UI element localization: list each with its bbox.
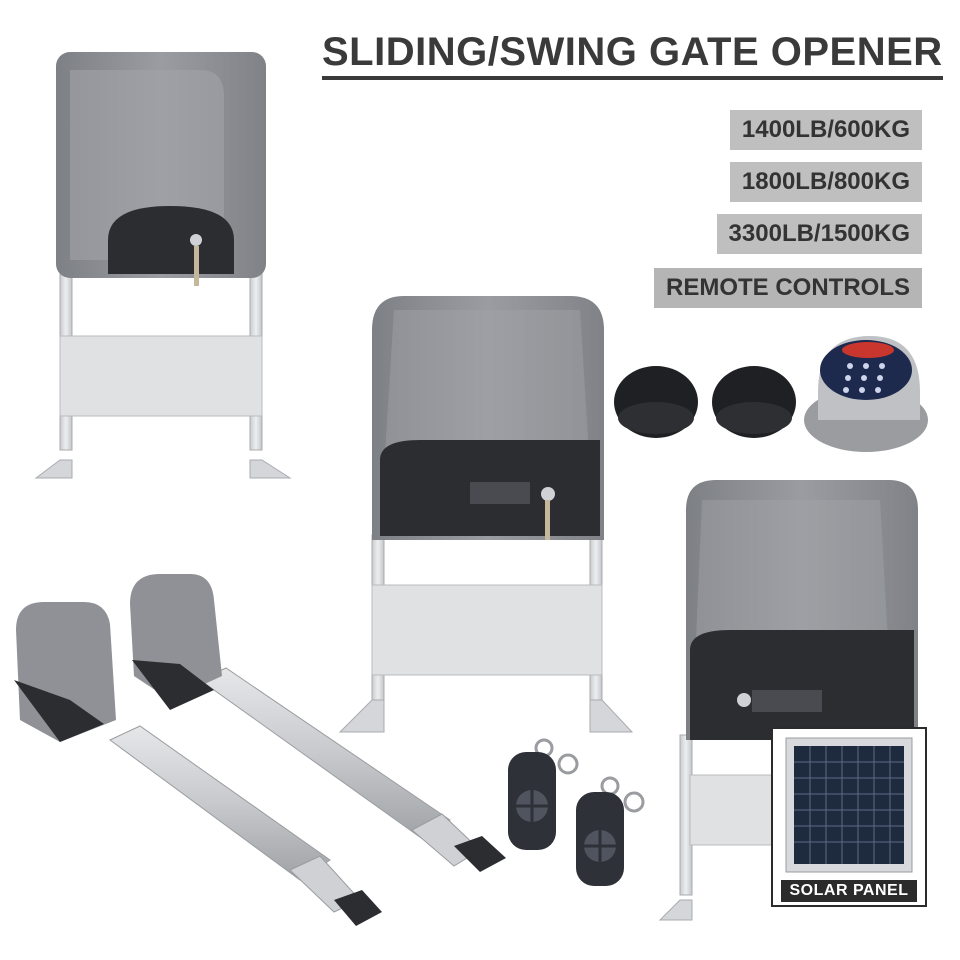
spec-badge-remote-controls: REMOTE CONTROLS [654,268,922,308]
remote-fob-2 [576,776,645,886]
spec-badge-3300lb: 3300LB/1500KG [716,214,922,254]
product-title: SLIDING/SWING GATE OPENER [322,30,943,80]
sliding-motor-1 [34,52,292,479]
spec-badge-1800lb: 1800LB/800KG [729,162,922,202]
key-icon [541,487,555,501]
swing-arm-actuator-2 [130,574,506,872]
wireless-keypad [804,336,928,452]
photocell-sensor-1 [614,366,698,438]
key-icon [737,693,751,707]
solar-panel [771,727,927,907]
solar-panel-label: SOLAR PANEL [781,880,917,902]
key-icon [190,234,202,246]
sliding-motor-3 [658,480,918,921]
spec-badge-1400lb: 1400LB/600KG [729,110,922,150]
photocell-sensor-2 [712,366,796,438]
swing-arm-actuator-1 [14,602,382,926]
sliding-motor-2 [338,296,634,733]
remote-fob-1 [508,738,579,850]
